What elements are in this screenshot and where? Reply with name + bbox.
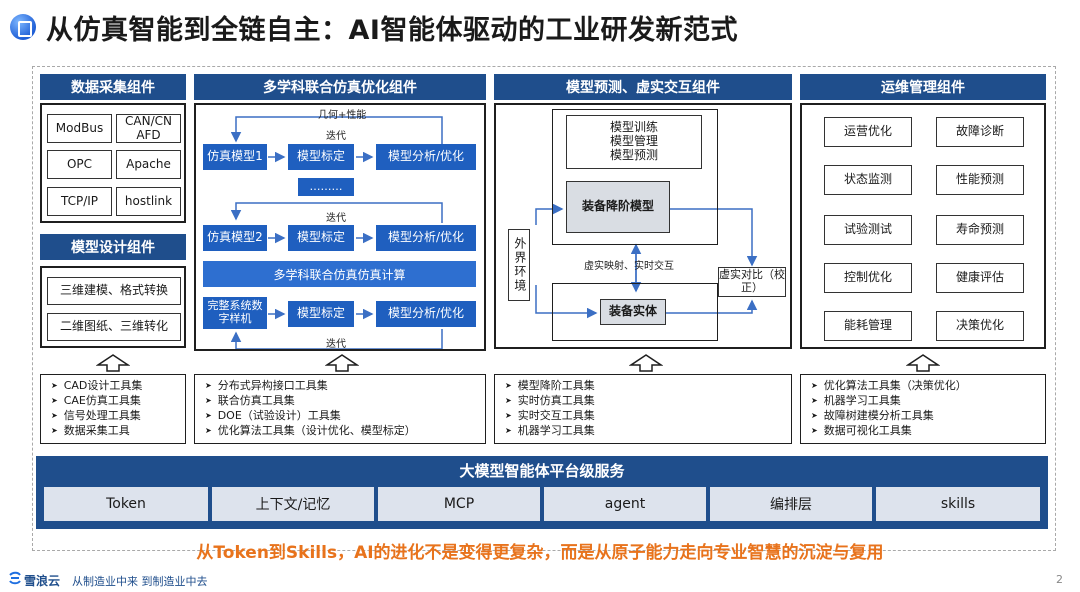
ops-item: 控制优化 [824, 263, 912, 293]
ops-item: 故障诊断 [936, 117, 1024, 147]
service-context-memory: 上下文/记忆 [212, 487, 374, 521]
external-env-box: 外界环境 [508, 229, 530, 301]
toolset-item: 机器学习工具集 [811, 394, 1045, 409]
digital-prototype: 完整系统数字样机 [203, 297, 267, 329]
toolset-item: CAE仿真工具集 [51, 394, 185, 409]
toolset-item: CAD设计工具集 [51, 379, 185, 394]
ops-item: 决策优化 [936, 311, 1024, 341]
toolset-list-4: 优化算法工具集（决策优化） 机器学习工具集 故障树建模分析工具集 数据可视化工具… [800, 374, 1046, 444]
ops-item: 健康评估 [936, 263, 1024, 293]
ops-panel: 运营优化 故障诊断 状态监测 性能预测 试验测试 寿命预测 控制优化 健康评估 … [800, 103, 1046, 349]
calibration-1: 模型标定 [288, 144, 354, 170]
page-title: 从仿真智能到全链自主：AI智能体驱动的工业研发新范式 [46, 15, 738, 46]
model-op-train: 模型训练 [609, 120, 658, 135]
data-collection-panel: ModBus CAN/CN AFD OPC Apache TCP/IP host… [40, 103, 186, 223]
iter-label-1: 迭代 [326, 131, 346, 142]
protocol-apache: Apache [116, 150, 181, 179]
footer-brand: 雪浪云 [24, 574, 61, 588]
equipment-entity-box: 装备实体 [600, 299, 666, 325]
iter-label-2: 迭代 [326, 213, 346, 224]
toolset-item: 联合仿真工具集 [205, 394, 485, 409]
toolset-list-1: CAD设计工具集 CAE仿真工具集 信号处理工具集 数据采集工具 [40, 374, 186, 444]
iter-label-3: 迭代 [326, 339, 346, 350]
sim-model-1: 仿真模型1 [203, 144, 267, 170]
geo-perf-label: 几何+性能 [318, 110, 367, 121]
multi-sim-panel: 几何+性能 迭代 仿真模型1 模型标定 模型分析/优化 ……… 迭代 仿真模型2… [194, 103, 486, 351]
up-arrow-icon [325, 354, 359, 372]
toolset-item: 故障树建模分析工具集 [811, 409, 1045, 424]
ops-item: 寿命预测 [936, 215, 1024, 245]
toolset-item: 数据采集工具 [51, 424, 185, 439]
ops-item: 能耗管理 [824, 311, 912, 341]
ops-item: 状态监测 [824, 165, 912, 195]
ops-header: 运维管理组件 [800, 74, 1046, 100]
up-arrow-icon [906, 354, 940, 372]
model-design-panel: 三维建模、格式转换 二维图纸、三维转化 [40, 266, 186, 348]
toolset-item: 优化算法工具集（决策优化） [811, 379, 1045, 394]
analysis-3: 模型分析/优化 [376, 301, 476, 327]
page-number: 2 [1056, 573, 1063, 586]
mapping-label: 虚实映射、实时交互 [584, 261, 674, 272]
entity-frame [552, 283, 718, 341]
reduced-model-box: 装备降阶模型 [566, 181, 670, 233]
up-arrow-icon [96, 354, 130, 372]
prediction-header: 模型预测、虚实交互组件 [494, 74, 792, 100]
ops-item: 试验测试 [824, 215, 912, 245]
toolset-item: 实时仿真工具集 [505, 394, 791, 409]
toolset-item: 优化算法工具集（设计优化、模型标定） [205, 424, 485, 439]
prediction-panel: 模型训练 模型管理 模型预测 装备降阶模型 外界环境 虚实映射、实时交互 虚实对… [494, 103, 792, 349]
multi-sim-flow-arrows [230, 116, 443, 349]
service-orchestration: 编排层 [710, 487, 872, 521]
platform-title: 大模型智能体平台级服务 [459, 462, 625, 480]
toolset-item: 信号处理工具集 [51, 409, 185, 424]
model-op-manage: 模型管理 [609, 134, 658, 149]
data-collection-header: 数据采集组件 [40, 74, 186, 100]
protocol-can: CAN/CN AFD [116, 114, 181, 143]
calibration-2: 模型标定 [288, 225, 354, 251]
multi-sim-header: 多学科联合仿真优化组件 [194, 74, 486, 100]
protocol-hostlink: hostlink [116, 187, 181, 216]
ops-item: 性能预测 [936, 165, 1024, 195]
toolset-list-2: 分布式异构接口工具集 联合仿真工具集 DOE（试验设计）工具集 优化算法工具集（… [194, 374, 486, 444]
joint-calc-bar: 多学科联合仿真仿真计算 [203, 261, 476, 287]
brand-badge-icon [10, 14, 36, 40]
up-arrow-icon [629, 354, 663, 372]
comparison-box: 虚实对比（校正） [718, 267, 786, 297]
toolset-item: DOE（试验设计）工具集 [205, 409, 485, 424]
service-agent: agent [544, 487, 706, 521]
sim-model-2: 仿真模型2 [203, 225, 267, 251]
service-mcp: MCP [378, 487, 540, 521]
service-skills: skills [876, 487, 1040, 521]
toolset-item: 数据可视化工具集 [811, 424, 1045, 439]
toolset-item: 分布式异构接口工具集 [205, 379, 485, 394]
model-op-predict: 模型预测 [609, 147, 658, 162]
protocol-modbus: ModBus [47, 114, 112, 143]
toolset-list-3: 模型降阶工具集 实时仿真工具集 实时交互工具集 机器学习工具集 [494, 374, 792, 444]
analysis-2: 模型分析/优化 [376, 225, 476, 251]
brand-logo-icon [9, 571, 21, 585]
toolset-item: 实时交互工具集 [505, 409, 791, 424]
protocol-tcpip: TCP/IP [47, 187, 112, 216]
service-token: Token [44, 487, 208, 521]
model-ops-box: 模型训练 模型管理 模型预测 [566, 115, 702, 169]
model-design-2d: 二维图纸、三维转化 [47, 313, 181, 341]
protocol-opc: OPC [47, 150, 112, 179]
model-design-3d: 三维建模、格式转换 [47, 277, 181, 305]
toolset-item: 模型降阶工具集 [505, 379, 791, 394]
toolset-item: 机器学习工具集 [505, 424, 791, 439]
ellipsis-box: ……… [298, 178, 354, 196]
outer-frame [32, 66, 1056, 551]
footer-tagline: 从制造业中来 到制造业中去 [72, 575, 208, 588]
model-design-header: 模型设计组件 [40, 234, 186, 260]
calibration-3: 模型标定 [288, 301, 354, 327]
ops-item: 运营优化 [824, 117, 912, 147]
slogan: 从Token到Skills，AI的进化不是变得更复杂，而是从原子能力走向专业智慧… [196, 543, 884, 563]
analysis-1: 模型分析/优化 [376, 144, 476, 170]
model-ops-frame [552, 109, 718, 245]
